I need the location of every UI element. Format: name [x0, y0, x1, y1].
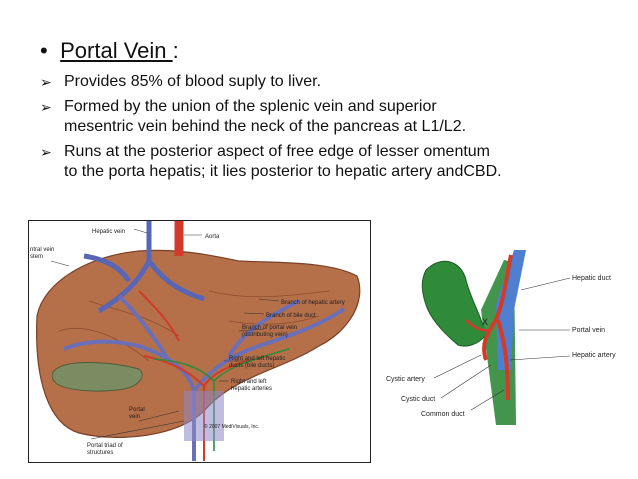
- label-cystic-duct: Cystic duct: [401, 396, 435, 403]
- arrow-bullet-icon: ➢: [40, 74, 52, 90]
- point-2-line-1: Formed by the union of the splenic vein …: [64, 98, 437, 115]
- portal-vein-branches: [63, 294, 346, 461]
- liver-illustration: Hepatic vein Aorta ntral vein stem Branc…: [28, 220, 371, 463]
- label-central-vein-2: stem: [30, 254, 43, 260]
- point-3-line-2: to the porta hepatis; it lies posterior …: [64, 163, 502, 180]
- label-rl-hepatic-ducts-2: ducts (bile ducts): [229, 363, 274, 369]
- bile-duct-branches: [153, 348, 290, 451]
- cystic-artery-shape: [465, 319, 492, 332]
- label-aorta: Aorta: [205, 234, 220, 240]
- slide-text: • Portal Vein : ➢ Provides 85% of blood …: [40, 36, 625, 187]
- point-3-line-1: Runs at the posterior aspect of free edg…: [64, 143, 491, 160]
- title-colon: :: [172, 38, 179, 63]
- liver-drawing: Hepatic vein Aorta ntral vein stem Branc…: [30, 221, 361, 461]
- label-cystic-artery: Cystic artery: [386, 376, 425, 383]
- label-portal-triad-1: Portal triad of: [87, 443, 123, 449]
- porta-hepatis-illustration: X Hepatic duct Portal vein Hepatic arter…: [386, 250, 631, 425]
- label-portal-vein-2: vein: [129, 414, 140, 420]
- label-branch-portal-vein-1: Branch of portal vein: [242, 325, 297, 331]
- label-rl-hepatic-ducts-1: Right and left hepatic: [229, 356, 285, 362]
- point-2: ➢ Formed by the union of the splenic vei…: [40, 97, 625, 137]
- label-common-duct: Common duct: [421, 411, 465, 418]
- gallbladder-green: [421, 260, 487, 347]
- label-portal-vein-1: Portal: [129, 407, 145, 413]
- point-1: ➢ Provides 85% of blood suply to liver.: [40, 72, 625, 92]
- label-branch-bile-duct: Branch of bile duct: [266, 313, 316, 319]
- label-rl-hepatic-arteries-1: Right and left: [231, 379, 267, 385]
- hepatic-vein: [83, 221, 205, 314]
- gallbladder: [51, 362, 143, 392]
- leader-lines: [433, 277, 571, 411]
- label-hepatic-duct: Hepatic duct: [572, 275, 611, 282]
- title-bullet: •: [40, 38, 48, 63]
- point-2-line-2: mesentric vein behind the neck of the pa…: [64, 118, 467, 135]
- label-portal-vein: Portal vein: [572, 327, 605, 334]
- arrow-bullet-icon: ➢: [40, 144, 52, 160]
- label-central-vein-1: ntral vein: [30, 247, 54, 253]
- slide-title: • Portal Vein :: [40, 36, 625, 66]
- label-rl-hepatic-arteries-2: hepatic arteries: [231, 386, 272, 392]
- point-3: ➢ Runs at the posterior aspect of free e…: [40, 142, 625, 182]
- hepatic-artery-shape: [482, 254, 513, 401]
- label-branch-hepatic-artery: Branch of hepatic artery: [281, 300, 345, 306]
- label-branch-portal-vein-2: (distributing vein): [242, 332, 288, 338]
- x-mark: X: [482, 317, 488, 327]
- leader-lines: [50, 228, 280, 440]
- portal-triad: [184, 391, 224, 441]
- title-text: Portal Vein: [60, 38, 173, 63]
- porta-hepatis-drawing: X Hepatic duct Portal vein Hepatic arter…: [386, 250, 616, 425]
- label-copyright: © 2007 MediVisuals, Inc.: [204, 423, 259, 430]
- label-hepatic-artery: Hepatic artery: [572, 352, 616, 359]
- arrow-bullet-icon: ➢: [40, 99, 52, 115]
- label-portal-triad-2: structures: [87, 450, 113, 456]
- label-hepatic-vein: Hepatic vein: [92, 229, 125, 235]
- point-1-line-1: Provides 85% of blood suply to liver.: [64, 73, 322, 90]
